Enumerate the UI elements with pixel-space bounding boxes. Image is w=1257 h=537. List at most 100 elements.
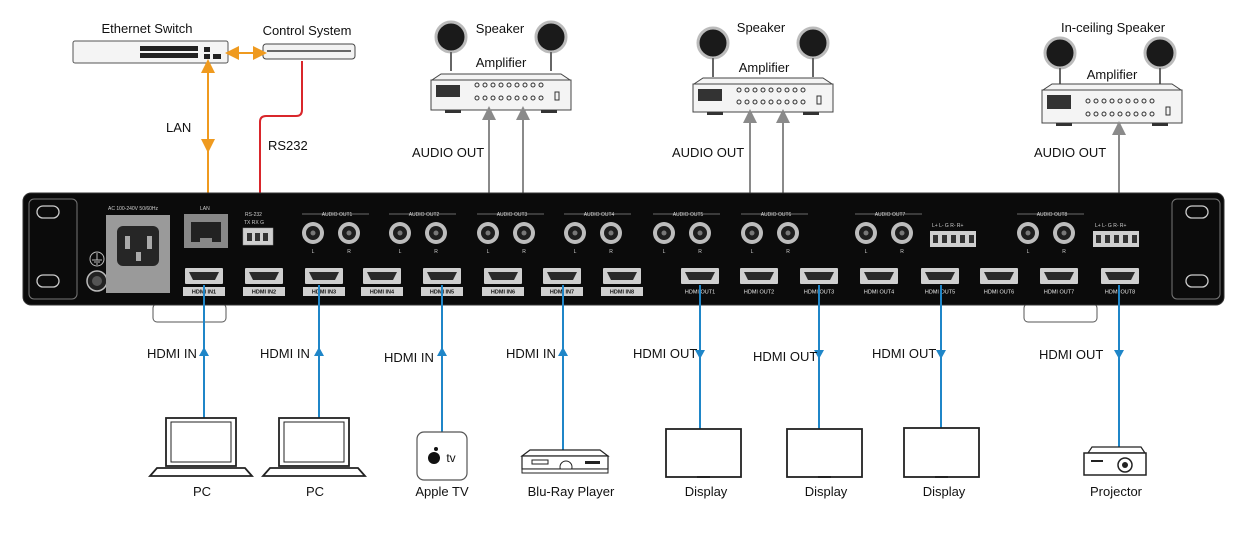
channel-label: R bbox=[522, 249, 526, 255]
hdmi-link-label: HDMI OUT bbox=[633, 346, 697, 361]
audio-out-label: AUDIO OUT2 bbox=[409, 212, 440, 218]
rs232-pins-label: TX RX G bbox=[244, 220, 264, 226]
terminal-pins-label: L+ L- G R- R+ bbox=[1095, 223, 1126, 229]
hdmi-in-port: HDMI IN3 bbox=[303, 268, 345, 296]
rca-jack: R bbox=[338, 222, 360, 255]
hdmi-out-port: HDMI OUT2 bbox=[740, 268, 778, 296]
amp1-amplifier-label: Amplifier bbox=[476, 55, 527, 70]
channel-label: L bbox=[663, 249, 666, 255]
hdmi-in-label: HDMI IN6 bbox=[491, 290, 515, 296]
channel-label: L bbox=[865, 249, 868, 255]
arrow-down-icon bbox=[1114, 350, 1124, 359]
channel-label: L bbox=[399, 249, 402, 255]
display-icon bbox=[786, 428, 863, 478]
display-icon bbox=[665, 428, 742, 478]
hdmi-in-label: HDMI IN8 bbox=[610, 290, 634, 296]
rca-jack: L bbox=[302, 222, 324, 255]
rca-jack: L bbox=[564, 222, 586, 255]
hdmi-out-port: HDMI OUT4 bbox=[860, 268, 898, 296]
display-label: Display bbox=[685, 484, 728, 499]
audio-out-label: AUDIO OUT6 bbox=[761, 212, 792, 218]
arrow-up-icon bbox=[314, 347, 324, 356]
display-label: Display bbox=[805, 484, 848, 499]
audio-out-label: AUDIO OUT7 bbox=[875, 212, 906, 218]
power-label: AC 100-240V 50/60Hz bbox=[108, 206, 159, 212]
hdmi-in-port: HDMI IN6 bbox=[482, 268, 524, 296]
channel-label: R bbox=[786, 249, 790, 255]
channel-label: R bbox=[434, 249, 438, 255]
hdmi-in-port: HDMI IN2 bbox=[243, 268, 285, 296]
hdmi-link-label: HDMI OUT bbox=[753, 349, 817, 364]
apple-tv-icon bbox=[416, 431, 468, 481]
audio-out-label: AUDIO OUT8 bbox=[1037, 212, 1068, 218]
audio-terminal: L+ L- G R- R+ bbox=[930, 223, 976, 247]
rca-jack: R bbox=[513, 222, 535, 255]
terminal-pins-label: L+ L- G R- R+ bbox=[932, 223, 963, 229]
source-label: PC bbox=[193, 484, 211, 499]
arrow-down-icon bbox=[814, 350, 824, 359]
rs232-port-label: RS-232 bbox=[245, 212, 262, 218]
display-icon bbox=[903, 427, 980, 478]
rca-jack: L bbox=[653, 222, 675, 255]
laptop-icon bbox=[148, 417, 254, 477]
audio-out-label: AUDIO OUT bbox=[1034, 145, 1106, 160]
rs232-terminal bbox=[242, 227, 274, 246]
apple-tv-badge: tv bbox=[446, 451, 455, 465]
hdmi-link-label: HDMI IN bbox=[260, 346, 310, 361]
rca-jack: R bbox=[891, 222, 913, 255]
rack-feet bbox=[152, 303, 1098, 323]
rca-jack: R bbox=[777, 222, 799, 255]
display-label: Projector bbox=[1090, 484, 1143, 499]
control-system-label: Control System bbox=[263, 23, 352, 38]
channel-label: L bbox=[1027, 249, 1030, 255]
rca-jack: R bbox=[1053, 222, 1075, 255]
rca-jack: R bbox=[425, 222, 447, 255]
display-label: Display bbox=[923, 484, 966, 499]
channel-label: L bbox=[312, 249, 315, 255]
rca-jack: L bbox=[477, 222, 499, 255]
hdmi-out-label: HDMI OUT6 bbox=[984, 290, 1014, 296]
speaker-icon bbox=[434, 20, 568, 71]
hdmi-in-label: HDMI IN2 bbox=[252, 290, 276, 296]
rca-jack: L bbox=[855, 222, 877, 255]
hdmi-link-label: HDMI OUT bbox=[872, 346, 936, 361]
channel-label: R bbox=[1062, 249, 1066, 255]
amp2-speaker-label: Speaker bbox=[737, 20, 786, 35]
arrow-down-icon bbox=[695, 350, 705, 359]
control-system bbox=[262, 43, 356, 60]
rca-jack: L bbox=[389, 222, 411, 255]
source-label: Blu-Ray Player bbox=[528, 484, 615, 499]
hdmi-out-port: HDMI OUT6 bbox=[980, 268, 1018, 296]
hdmi-in-label: HDMI IN3 bbox=[312, 290, 336, 296]
channel-label: R bbox=[698, 249, 702, 255]
amp1-speaker-label: Speaker bbox=[476, 21, 525, 36]
channel-label: L bbox=[751, 249, 754, 255]
in-ceiling-speaker-icon bbox=[1043, 36, 1177, 84]
blu-ray-player-icon bbox=[520, 449, 610, 474]
audio-out-label: AUDIO OUT5 bbox=[673, 212, 704, 218]
projector-icon bbox=[1083, 446, 1147, 476]
audio-out-label: AUDIO OUT1 bbox=[322, 212, 353, 218]
hdmi-in-label: HDMI IN4 bbox=[370, 290, 395, 296]
rca-jack: R bbox=[600, 222, 622, 255]
amplifier-icon bbox=[1041, 83, 1183, 126]
power-inlet bbox=[106, 215, 170, 293]
rs232-link bbox=[259, 61, 303, 236]
source-label: PC bbox=[306, 484, 324, 499]
source-label: Apple TV bbox=[415, 484, 469, 499]
hdmi-link-label: HDMI IN bbox=[384, 350, 434, 365]
rca-jack: L bbox=[1017, 222, 1039, 255]
amp2-amplifier-label: Amplifier bbox=[739, 60, 790, 75]
lan-port-label: LAN bbox=[200, 206, 210, 212]
audio-out-label: AUDIO OUT3 bbox=[497, 212, 528, 218]
audio-out-label: AUDIO OUT4 bbox=[584, 212, 615, 218]
